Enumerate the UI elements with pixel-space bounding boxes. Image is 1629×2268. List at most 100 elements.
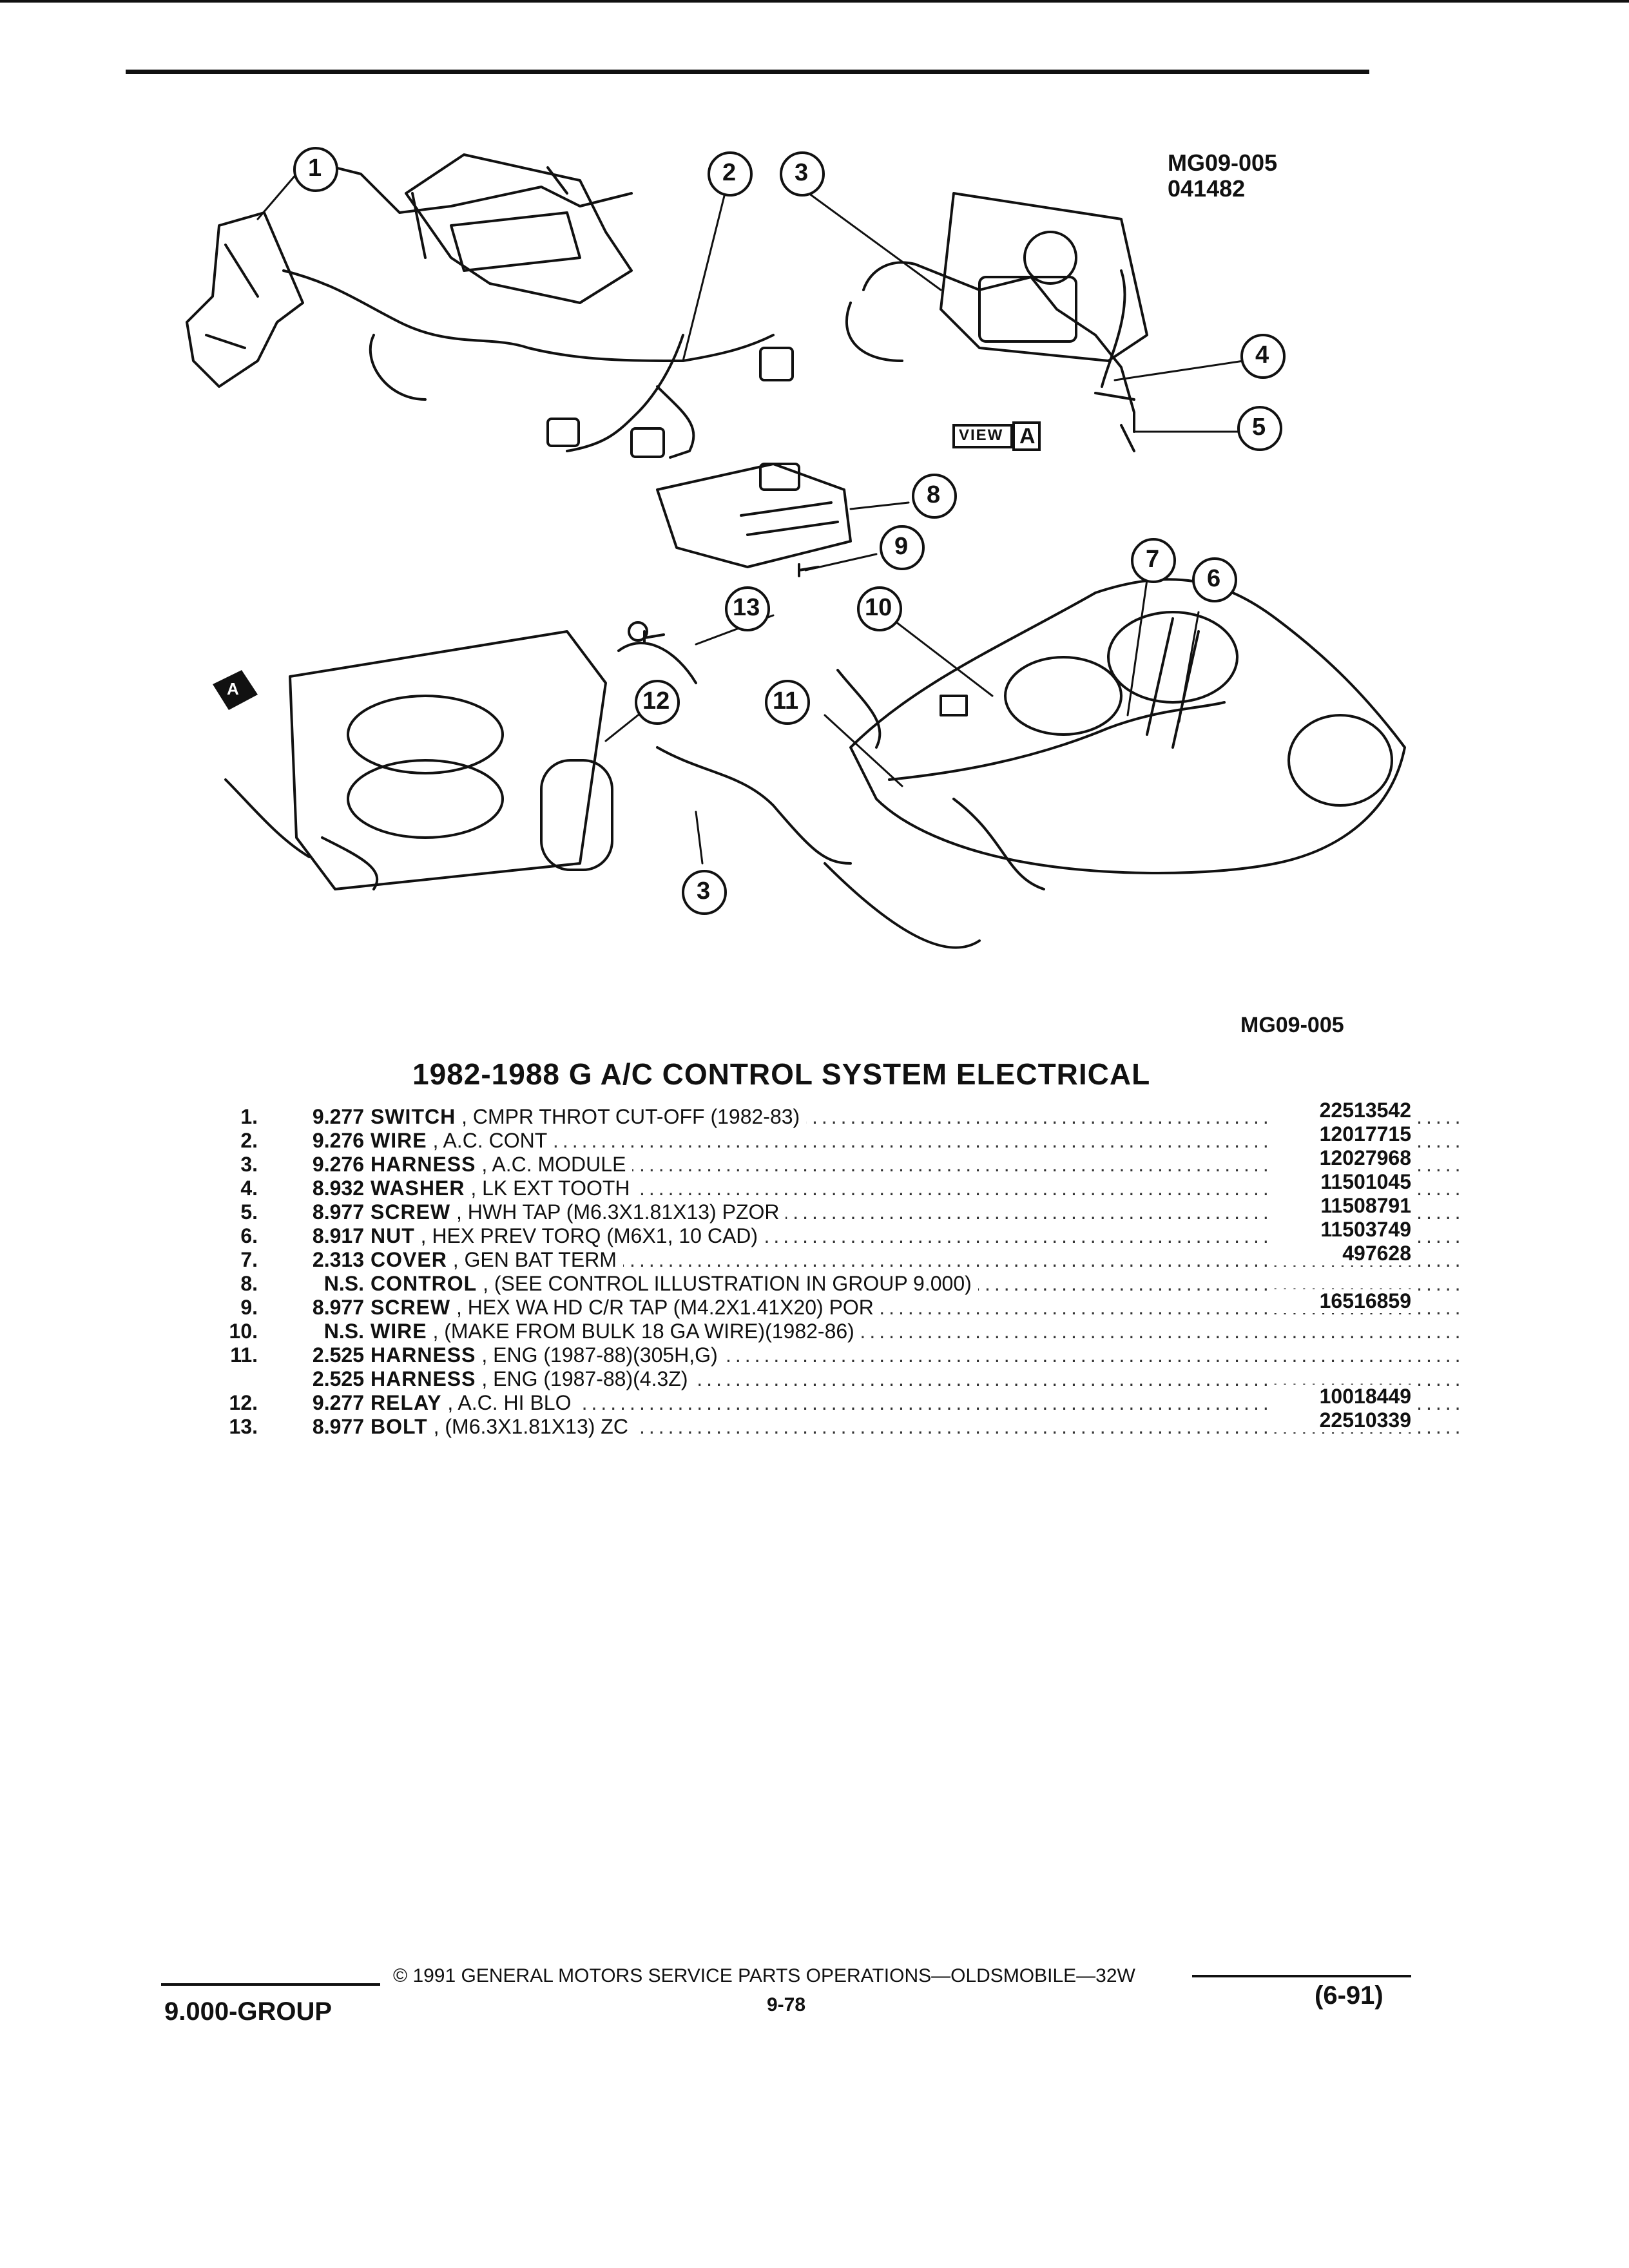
- group-number: 9.276: [312, 1129, 364, 1152]
- item-name: NUT: [371, 1224, 415, 1247]
- direction-arrow-letter: A: [227, 679, 239, 698]
- view-a-module-drawing: [845, 192, 1148, 452]
- item-name: SWITCH: [371, 1105, 456, 1128]
- item-name: WASHER: [371, 1177, 465, 1200]
- callout-8: 8: [927, 481, 941, 508]
- part-number: 16516859: [1269, 1289, 1411, 1313]
- item-number: 13.: [229, 1415, 258, 1438]
- throttle-switch-bracket-drawing: [186, 160, 633, 388]
- item-name: CONTROL: [371, 1272, 477, 1295]
- footer-rule-right: [1192, 1975, 1411, 1977]
- item-name: HARNESS: [371, 1343, 476, 1367]
- item-description: WIRE , (MAKE FROM BULK 18 GA WIRE)(1982-…: [371, 1320, 861, 1343]
- revision-date: (6-91): [1315, 1981, 1383, 2010]
- group-number: 8.932: [312, 1177, 364, 1200]
- item-description: HARNESS , ENG (1987-88)(305H,G): [371, 1343, 724, 1367]
- part-number: 11508791: [1269, 1194, 1411, 1218]
- control-wire-harness-drawing: [282, 269, 794, 459]
- callout-3-lower: 3: [697, 878, 711, 905]
- page-number: 9-78: [767, 1994, 806, 2015]
- callout-10: 10: [865, 594, 892, 621]
- item-description: RELAY , A.C. HI BLO: [371, 1391, 578, 1415]
- section-title: 1982-1988 G A/C CONTROL SYSTEM ELECTRICA…: [412, 1057, 1151, 1091]
- item-name: COVER: [371, 1248, 447, 1271]
- item-name: SCREW: [371, 1200, 451, 1224]
- group-number: N.S.: [323, 1272, 364, 1295]
- group-number: 8.977: [312, 1415, 364, 1438]
- parts-list: ........................................…: [213, 1099, 1466, 1439]
- group-number: 2.525: [312, 1367, 364, 1390]
- group-number: 9.277: [312, 1105, 364, 1128]
- figure-code: MG09-005: [1168, 149, 1278, 176]
- item-description: BOLT , (M6.3X1.81X13) ZC: [371, 1415, 635, 1439]
- item-number: 7.: [240, 1248, 258, 1271]
- group-number: N.S.: [323, 1320, 364, 1343]
- parts-list-row: ........................................…: [213, 1122, 1466, 1153]
- item-name: HARNESS: [371, 1367, 476, 1390]
- item-description: HARNESS , A.C. MODULE: [371, 1153, 633, 1177]
- parts-list-row: ........................................…: [213, 1408, 1466, 1439]
- view-a-direction-arrow: [213, 670, 258, 710]
- item-number: 11.: [230, 1343, 258, 1367]
- parts-list-row: ........................................…: [213, 1218, 1466, 1248]
- engine-drawing: [836, 578, 1406, 890]
- parts-list-row: ........................................…: [213, 1194, 1466, 1224]
- item-name: RELAY: [371, 1391, 442, 1414]
- item-description: COVER , GEN BAT TERM: [371, 1248, 623, 1272]
- item-detail: CMPR THROT CUT-OFF (1982-83): [472, 1105, 800, 1128]
- item-description: SWITCH , CMPR THROT CUT-OFF (1982-83): [371, 1105, 807, 1129]
- parts-list-row: ........................................…: [213, 1320, 1466, 1343]
- parts-list-row: ........................................…: [213, 1146, 1466, 1177]
- item-description: CONTROL , (SEE CONTROL ILLUSTRATION IN G…: [371, 1272, 978, 1296]
- figure-date-code: 041482: [1168, 175, 1246, 202]
- item-number: 4.: [240, 1177, 258, 1200]
- callout-leader-lines: [256, 173, 1245, 865]
- callout-11: 11: [773, 687, 799, 715]
- parts-list-row: ........................................…: [213, 1242, 1466, 1272]
- view-a-label: VIEW: [959, 427, 1004, 444]
- part-number: 497628: [1269, 1242, 1411, 1265]
- item-number: 6.: [240, 1224, 258, 1247]
- exploded-view-illustration: [186, 147, 1406, 949]
- item-detail: ENG (1987-88)(305H,G): [493, 1343, 718, 1367]
- callout-5: 5: [1252, 414, 1266, 441]
- copyright-notice: © 1991 GENERAL MOTORS SERVICE PARTS OPER…: [393, 1965, 1135, 1986]
- part-number: 12017715: [1269, 1122, 1411, 1146]
- item-detail: HEX WA HD C/R TAP (M4.2X1.41X20) POR: [467, 1296, 874, 1319]
- callout-circles: [293, 147, 1286, 915]
- top-edge-rule: [0, 0, 1629, 3]
- callout-2: 2: [722, 159, 737, 186]
- dash-panel-drawing: [405, 153, 633, 304]
- figure-footer-code: MG09-005: [1240, 1013, 1344, 1037]
- parts-list-row: ........................................…: [213, 1343, 1466, 1367]
- item-detail: (MAKE FROM BULK 18 GA WIRE)(1982-86): [444, 1320, 854, 1343]
- item-detail: A.C. MODULE: [492, 1153, 626, 1176]
- part-number: 22513542: [1269, 1099, 1411, 1122]
- part-number: 11503749: [1269, 1218, 1411, 1242]
- group-number: 8.977: [312, 1296, 364, 1319]
- item-description: SCREW , HWH TAP (M6.3X1.81X13) PZOR: [371, 1200, 786, 1224]
- callout-6: 6: [1207, 565, 1221, 592]
- group-number: 8.977: [312, 1200, 364, 1224]
- item-description: WASHER , LK EXT TOOTH: [371, 1177, 637, 1200]
- item-detail: (SEE CONTROL ILLUSTRATION IN GROUP 9.000…: [494, 1272, 972, 1295]
- item-description: WIRE , A.C. CONT: [371, 1129, 554, 1153]
- group-number: 9.277: [312, 1391, 364, 1414]
- control-head-drawing: [656, 463, 852, 568]
- parts-list-row: ........................................…: [213, 1367, 1466, 1391]
- item-number: 8.: [240, 1272, 258, 1295]
- callout-12: 12: [642, 687, 670, 715]
- group-label: 9.000-GROUP: [164, 1997, 333, 2026]
- callout-4: 4: [1255, 341, 1269, 369]
- footer-rule-left: [161, 1983, 380, 1986]
- header-rule: [126, 70, 1369, 74]
- group-number: 8.917: [312, 1224, 364, 1247]
- item-number: 1.: [240, 1105, 258, 1128]
- item-detail: LK EXT TOOTH: [482, 1177, 630, 1200]
- fastener-drawings: [643, 411, 1135, 644]
- item-number: 2.: [240, 1129, 258, 1152]
- item-number: 10.: [229, 1320, 258, 1343]
- callout-7: 7: [1146, 546, 1160, 573]
- item-detail: GEN BAT TERM: [464, 1248, 617, 1271]
- item-description: NUT , HEX PREV TORQ (M6X1, 10 CAD): [371, 1224, 765, 1248]
